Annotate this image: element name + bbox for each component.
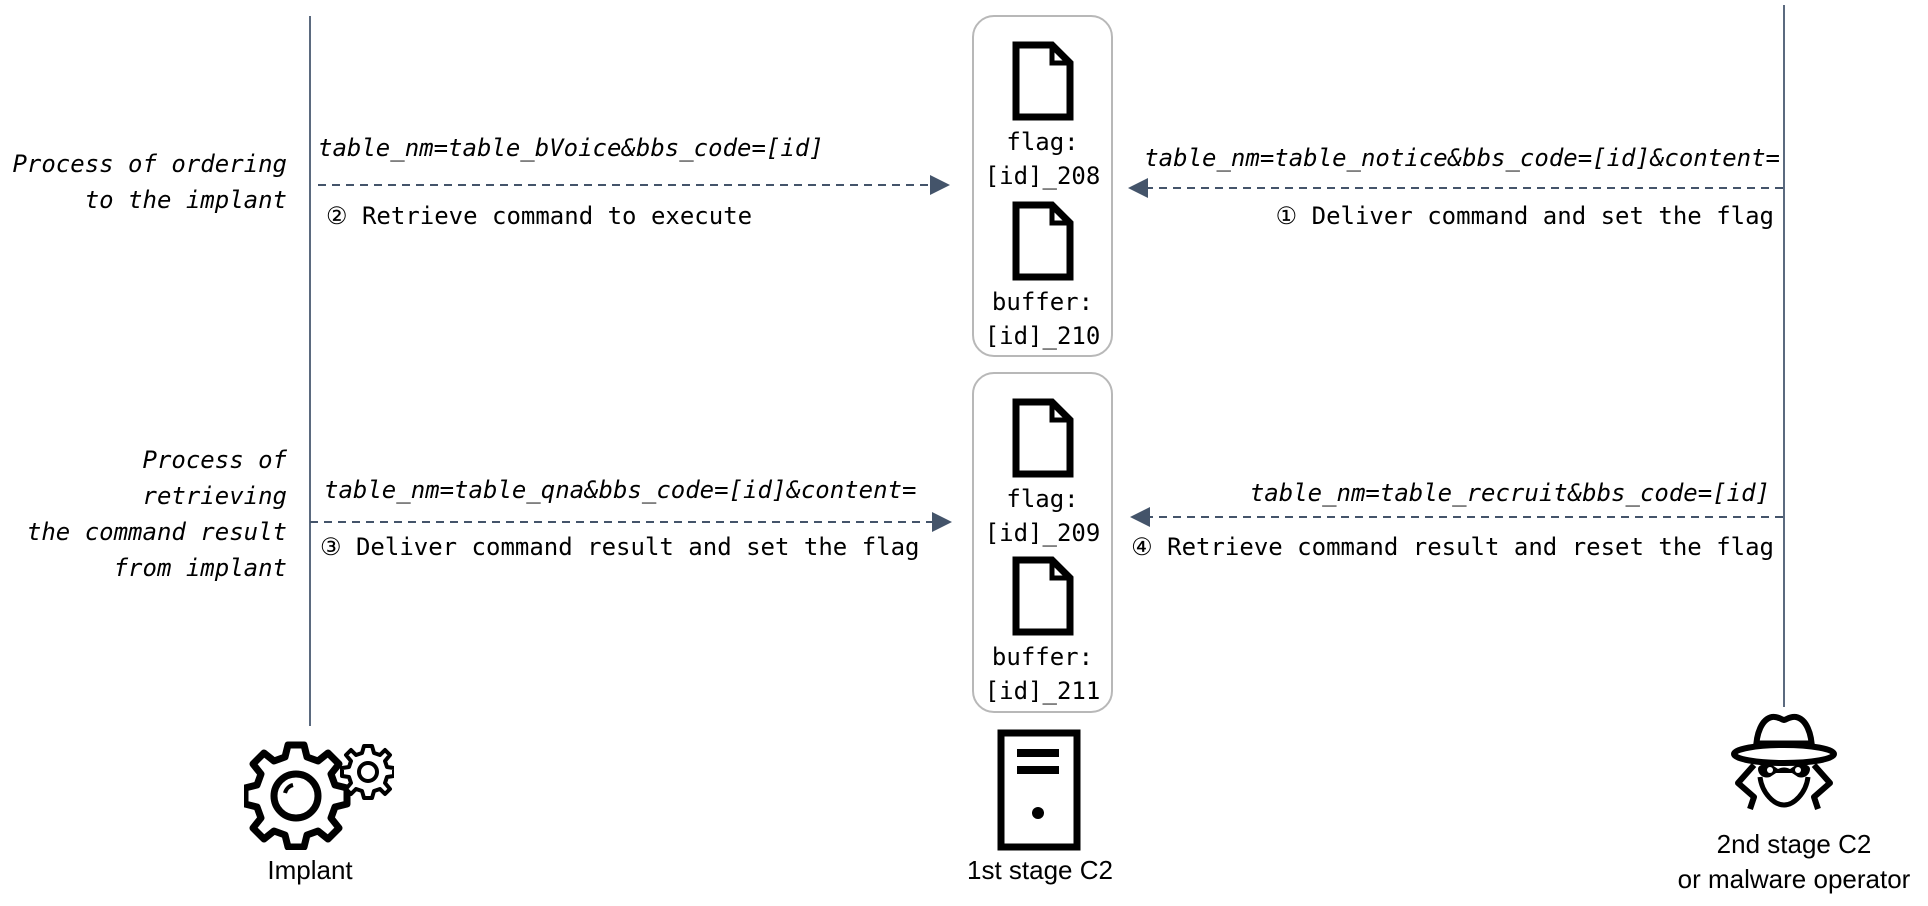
first-stage-c2-label: 1st stage C2 [967,855,1113,885]
flag-id: [id]_209 [984,519,1101,547]
spy-icon [1731,713,1837,810]
implant-label: Implant [267,855,353,885]
buffer-label: buffer: [991,643,1094,671]
implant-lifeline [309,16,311,726]
second-stage-c2-lifeline [1783,5,1785,707]
buffer-id: [id]_211 [984,677,1101,705]
file-icon [1012,556,1074,636]
buffer-id: [id]_210 [984,322,1101,350]
message-step-4: ④ Retrieve command result and reset the … [1131,533,1774,561]
message-params-1: table_nm=table_notice&bbs_code=[id]&cont… [1144,144,1780,172]
message-step-3: ③ Deliver command result and set the fla… [320,533,920,561]
storage-box-2: flag: [id]_209 buffer: [id]_211 [972,372,1113,713]
message-params-4: table_nm=table_recruit&bbs_code=[id] [1249,479,1770,507]
file-icon [1012,41,1074,121]
buffer-label: buffer: [991,288,1094,316]
flag-id: [id]_208 [984,162,1101,190]
process-label-retrieving: Process of retrieving the command result… [26,446,287,582]
message-step-2: ② Retrieve command to execute [326,202,753,230]
flag-label: flag: [1006,128,1079,156]
message-step-1: ① Deliver command and set the flag [1275,202,1774,230]
storage-box-1: flag: [id]_208 buffer: [id]_210 [972,15,1113,357]
second-stage-c2-label-line1: 2nd stage C2 [1716,829,1872,859]
file-icon [1012,398,1074,478]
second-stage-c2-label-line2: or malware operator [1677,864,1911,894]
flag-label: flag: [1006,485,1079,513]
message-params-3: table_nm=table_qna&bbs_code=[id]&content… [324,476,917,504]
file-icon [1012,201,1074,281]
server-icon [997,729,1081,851]
gears-icon [244,741,394,850]
process-label-ordering: Process of ordering to the implant [12,150,287,214]
message-params-2: table_nm=table_bVoice&bbs_code=[id] [318,134,824,162]
